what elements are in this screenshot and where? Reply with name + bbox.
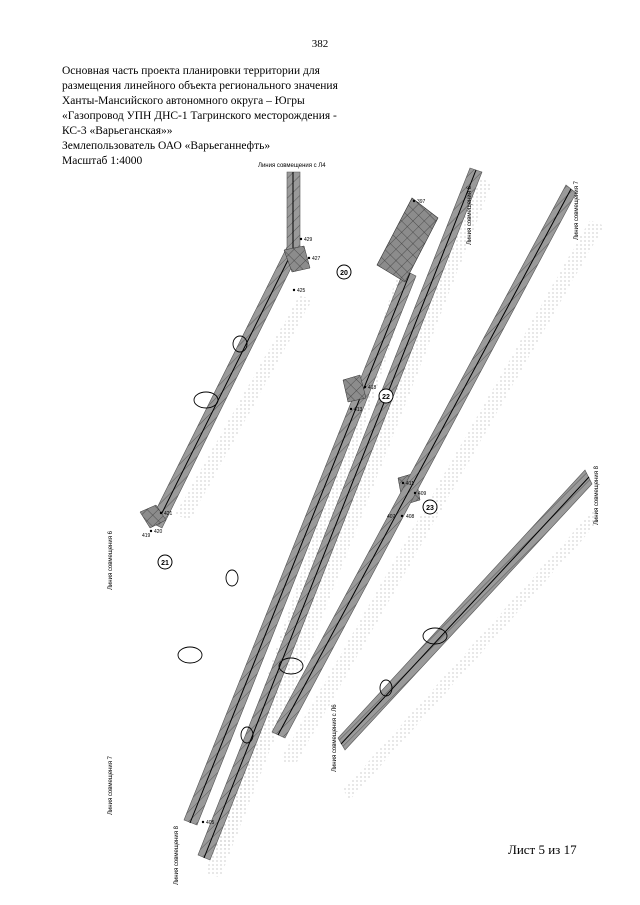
pipeline-strip-b	[183, 197, 439, 826]
survey-points	[149, 199, 417, 824]
header-line: Ханты-Мансийского автономного округа – Ю…	[62, 95, 305, 107]
header-line: размещения линейного объекта регионально…	[62, 80, 338, 92]
header-line: Масштаб 1:4000	[62, 155, 143, 167]
page-number: 382	[311, 38, 329, 50]
point-label: 420	[154, 529, 163, 535]
quarter-marker: 23	[422, 499, 438, 515]
point-label: 419	[142, 533, 151, 539]
point-label: 409	[418, 491, 427, 497]
quarter-number: 22	[382, 394, 390, 401]
point-label: 411	[406, 481, 414, 487]
match-line-label: Линия совмещения 7	[574, 180, 580, 240]
crossing-markers	[177, 335, 448, 744]
document-header: Основная часть проекта планировки террит…	[62, 64, 392, 169]
header-line: «Газопровод УПН ДНС-1 Тагринского местор…	[62, 110, 337, 122]
point-label: 405	[206, 820, 215, 826]
point-label: 429	[304, 237, 313, 243]
point-label: 427	[312, 256, 321, 262]
match-line-label: Линия совмещения 7	[108, 755, 114, 815]
match-line-label: Линия совмещения с Л4	[258, 163, 326, 169]
quarter-marker: 21	[157, 554, 173, 570]
dotted-zones	[175, 178, 604, 878]
quarter-number: 21	[161, 560, 169, 567]
point-labels: 397 429 427 425 421 420 419 418 413 411 …	[142, 199, 427, 826]
header-line: Землепользователь ОАО «Варьеганнефть»	[62, 140, 271, 152]
quarter-marker: 20	[336, 264, 352, 280]
match-line-label: Линия совмещения 6	[108, 530, 114, 590]
point-label: 413	[354, 407, 363, 413]
pipeline-strip-a	[139, 171, 311, 529]
point-label: 407	[387, 514, 396, 520]
point-label: 418	[368, 385, 377, 391]
point-label: 408	[406, 514, 415, 520]
point-label: 425	[297, 288, 306, 294]
match-line-label: Линия совмещения 8	[594, 465, 600, 525]
sheet-label: Лист 5 из 17	[508, 842, 577, 857]
quarter-number: 23	[426, 505, 434, 512]
quarter-number: 20	[340, 270, 348, 277]
header-line: Основная часть проекта планировки террит…	[62, 65, 320, 77]
point-label: 421	[164, 511, 173, 517]
match-line-label: Линия совмещения 6	[467, 185, 473, 245]
header-line: КС-3 «Варьеганская»»	[62, 125, 173, 137]
point-label: 397	[417, 199, 426, 205]
pipeline-strip-d	[271, 184, 577, 739]
quarter-marker: 22	[378, 388, 394, 404]
match-line-label: Линия совмещения 8	[174, 825, 180, 885]
match-line-label: Линия совмещения с Л6	[332, 704, 338, 772]
pipeline-strip-e	[337, 469, 593, 751]
